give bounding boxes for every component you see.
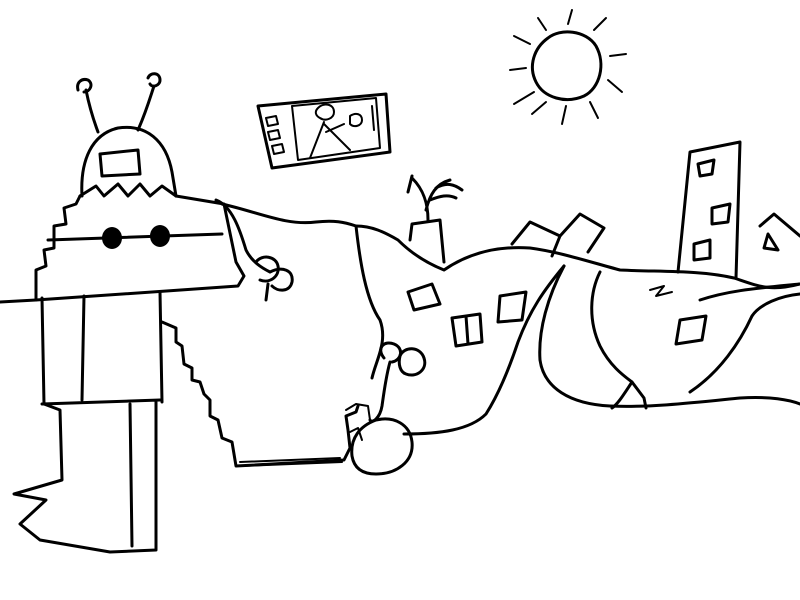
- hill-left: [220, 202, 385, 380]
- robot-body: [34, 194, 246, 302]
- picture-film-holes: [265, 115, 285, 155]
- snail-body: [368, 360, 392, 423]
- robot-belt: [46, 232, 224, 242]
- robot-arm: [214, 198, 294, 302]
- hill-mark: [649, 285, 673, 297]
- house-roof: [758, 212, 800, 252]
- window-3: [496, 290, 528, 324]
- picture-figure: [309, 103, 375, 159]
- window-1: [406, 282, 442, 312]
- sun: [509, 9, 627, 125]
- hill-middle-lower: [402, 264, 566, 436]
- picture-frame: [256, 92, 392, 170]
- sun-disc: [531, 30, 603, 101]
- house-box-2: [558, 212, 606, 254]
- robot-ground-line: [0, 298, 38, 304]
- tower: [676, 140, 742, 280]
- robot-antennae: [76, 72, 162, 134]
- window-4: [674, 314, 708, 346]
- hill-windows: [406, 282, 708, 348]
- robot-figure: [0, 72, 294, 554]
- robot-teeth: [78, 182, 178, 198]
- house: [510, 212, 800, 258]
- framed-picture: [256, 92, 392, 170]
- tower-body: [676, 140, 742, 280]
- sun-rays: [509, 9, 627, 125]
- hill-right-inner: [590, 270, 648, 410]
- house-box-1: [510, 220, 562, 258]
- hill-right-lower: [538, 264, 800, 408]
- picture-inner: [291, 97, 381, 161]
- ground-step-block: [345, 403, 371, 441]
- plant-pot: [408, 218, 446, 264]
- plant: [406, 174, 464, 264]
- snail-shell: [379, 341, 427, 377]
- robot-head: [80, 125, 178, 198]
- ground-blob: [350, 417, 414, 476]
- hill-base-hatching: [239, 457, 343, 467]
- snail: [368, 341, 427, 423]
- hill-step-edge: [160, 320, 360, 468]
- hill-far-right: [688, 282, 800, 394]
- hills: [160, 202, 800, 476]
- window-2: [450, 312, 484, 348]
- plant-stems: [406, 174, 464, 222]
- tower-windows: [692, 158, 732, 262]
- hill-middle: [354, 224, 800, 290]
- robot-eye-window: [98, 148, 142, 178]
- robot-legs: [12, 290, 164, 554]
